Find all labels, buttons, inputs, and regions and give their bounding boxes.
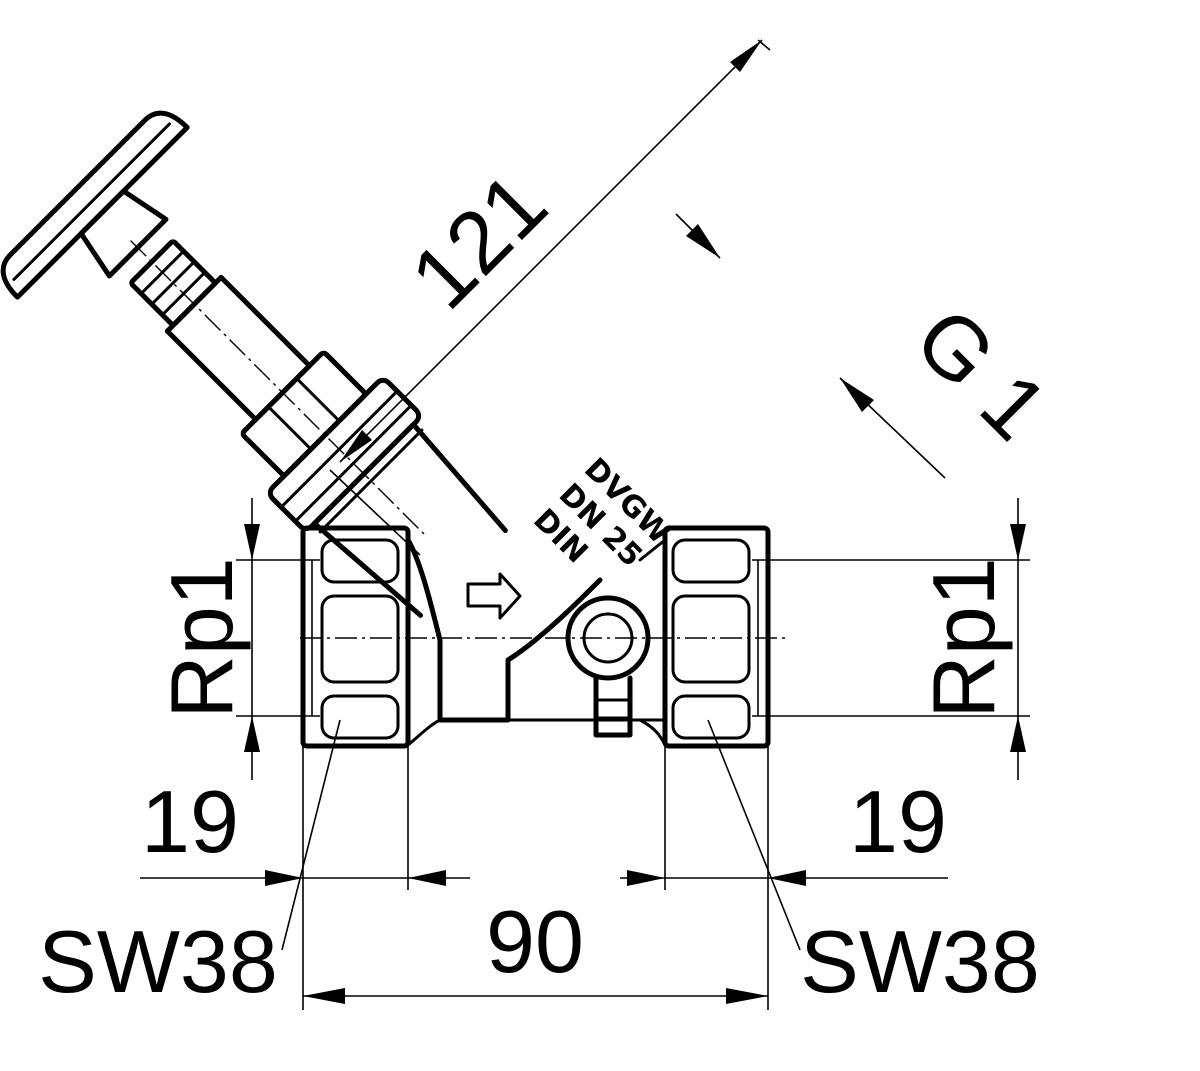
leader-sw38-right: SW38 xyxy=(707,719,1040,1011)
label-rp1-left: Rp1 xyxy=(152,557,251,718)
dimension-19-left: 19 xyxy=(140,746,470,1010)
label-rp1-right: Rp1 xyxy=(914,557,1013,718)
bonnet-assembly xyxy=(0,110,508,618)
dimension-121: 121 xyxy=(329,39,771,556)
flow-arrow-icon xyxy=(466,572,522,620)
label-sw38-right: SW38 xyxy=(800,912,1040,1011)
dimension-g1: G 1 xyxy=(675,213,1067,479)
label-19-right: 19 xyxy=(849,772,947,871)
dimension-rp1-left: Rp1 xyxy=(152,498,320,780)
label-19-left: 19 xyxy=(141,772,239,871)
dimension-19-right: 19 xyxy=(620,746,948,1010)
valve-body xyxy=(405,537,667,747)
dimension-90: 90 xyxy=(303,892,768,1004)
leader-sw38-left: SW38 xyxy=(38,719,341,1011)
label-sw38-left: SW38 xyxy=(38,912,278,1011)
dimension-rp1-right: Rp1 xyxy=(752,498,1030,780)
label-121: 121 xyxy=(392,154,566,328)
right-socket xyxy=(662,525,771,749)
label-g1: G 1 xyxy=(896,288,1066,458)
left-socket xyxy=(300,525,411,749)
label-90: 90 xyxy=(486,892,584,991)
